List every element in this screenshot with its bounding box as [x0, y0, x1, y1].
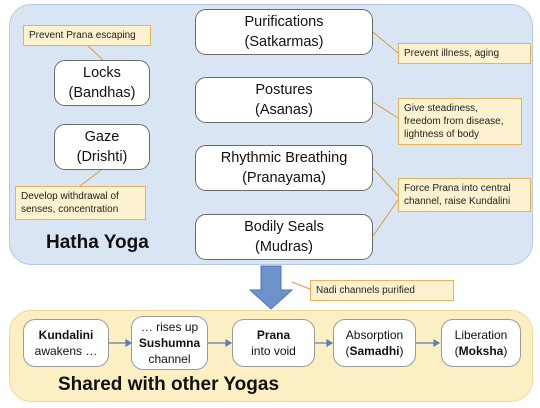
- stage-prana: Prana into void: [232, 319, 315, 367]
- flow-arrowhead-2: [225, 338, 233, 348]
- stage-open-paren: (: [345, 344, 350, 358]
- flow-arrowhead-4: [433, 338, 441, 348]
- note-prevent-illness: Prevent illness, aging: [398, 43, 531, 64]
- stage-text: into void: [251, 344, 296, 358]
- stage-open-paren: (: [454, 344, 459, 358]
- practice-sanskrit: (Bandhas): [68, 85, 136, 101]
- connector-gaze-note: [79, 169, 102, 187]
- connector-mudras-note: [372, 199, 399, 237]
- note-text: Prevent Prana escaping: [29, 30, 136, 41]
- practice-name: Locks: [83, 65, 121, 81]
- note-prevent-prana: Prevent Prana escaping: [23, 25, 151, 46]
- practice-bandhas: Locks (Bandhas): [54, 60, 150, 106]
- stage-bold: Prana: [256, 328, 291, 342]
- note-text: Force Prana into central channel, raise …: [404, 183, 511, 207]
- stage-samadhi: Absorption (Samadhi): [333, 319, 416, 367]
- stage-text: awakens …: [34, 344, 98, 358]
- practice-name: Gaze: [84, 129, 120, 145]
- flow-arrowhead-3: [326, 338, 334, 348]
- note-text: Nadi channels purified: [316, 285, 415, 296]
- stage-sushumna: … rises up Sushumna channel: [131, 316, 208, 370]
- connector-purifications-note: [372, 31, 399, 54]
- note-text: Develop withdrawal of senses, concentrat…: [21, 191, 119, 215]
- practice-sanskrit: (Asanas): [254, 102, 314, 118]
- stage-moksha: Liberation (Moksha): [441, 319, 521, 367]
- connector-pranayama-note: [372, 167, 399, 197]
- stage-pre: Liberation: [454, 328, 508, 342]
- hatha-yoga-title: Hatha Yoga: [46, 232, 149, 253]
- stage-close-paren: ): [399, 344, 404, 358]
- practice-purifications: Purifications (Satkarmas): [195, 9, 373, 55]
- practice-sanskrit: (Satkarmas): [244, 34, 324, 50]
- shared-yogas-title: Shared with other Yogas: [58, 374, 280, 395]
- practice-name: Rhythmic Breathing: [220, 150, 348, 166]
- note-text: Prevent illness, aging: [404, 48, 500, 59]
- down-arrow-icon: [248, 265, 294, 310]
- connector-arrow-note: [291, 281, 311, 290]
- practice-sanskrit: (Pranayama): [242, 170, 326, 186]
- connector-postures-note: [372, 101, 399, 119]
- note-force-prana: Force Prana into central channel, raise …: [398, 178, 531, 212]
- practice-drishti: Gaze (Drishti): [54, 124, 150, 170]
- stage-text: channel: [148, 352, 191, 366]
- stage-close-paren: ): [503, 344, 508, 358]
- note-nadi-purified: Nadi channels purified: [310, 280, 454, 301]
- practice-sanskrit: (Drishti): [76, 149, 128, 165]
- note-text: Give steadiness, freedom from disease, l…: [404, 103, 504, 140]
- stage-kundalini: Kundalini awakens …: [23, 319, 109, 367]
- practice-name: Postures: [255, 82, 313, 98]
- stage-pre: Absorption: [345, 328, 404, 342]
- stage-bold: Kundalini: [38, 328, 94, 342]
- stage-bold: Moksha: [458, 344, 504, 358]
- stage-bold: Samadhi: [349, 344, 400, 358]
- stage-bold: Sushumna: [138, 336, 201, 350]
- practice-name: Bodily Seals: [244, 219, 324, 235]
- connector-locks-note: [87, 45, 104, 61]
- practice-name: Purifications: [244, 14, 324, 30]
- stage-pre: … rises up: [140, 320, 199, 334]
- practice-postures: Postures (Asanas): [195, 77, 373, 123]
- practice-sanskrit: (Mudras): [254, 239, 313, 255]
- practice-mudras: Bodily Seals (Mudras): [195, 214, 373, 260]
- flow-arrowhead-1: [125, 338, 133, 348]
- note-develop-withdrawal: Develop withdrawal of senses, concentrat…: [15, 186, 146, 220]
- practice-pranayama: Rhythmic Breathing (Pranayama): [195, 145, 373, 191]
- note-give-steadiness: Give steadiness, freedom from disease, l…: [398, 98, 522, 145]
